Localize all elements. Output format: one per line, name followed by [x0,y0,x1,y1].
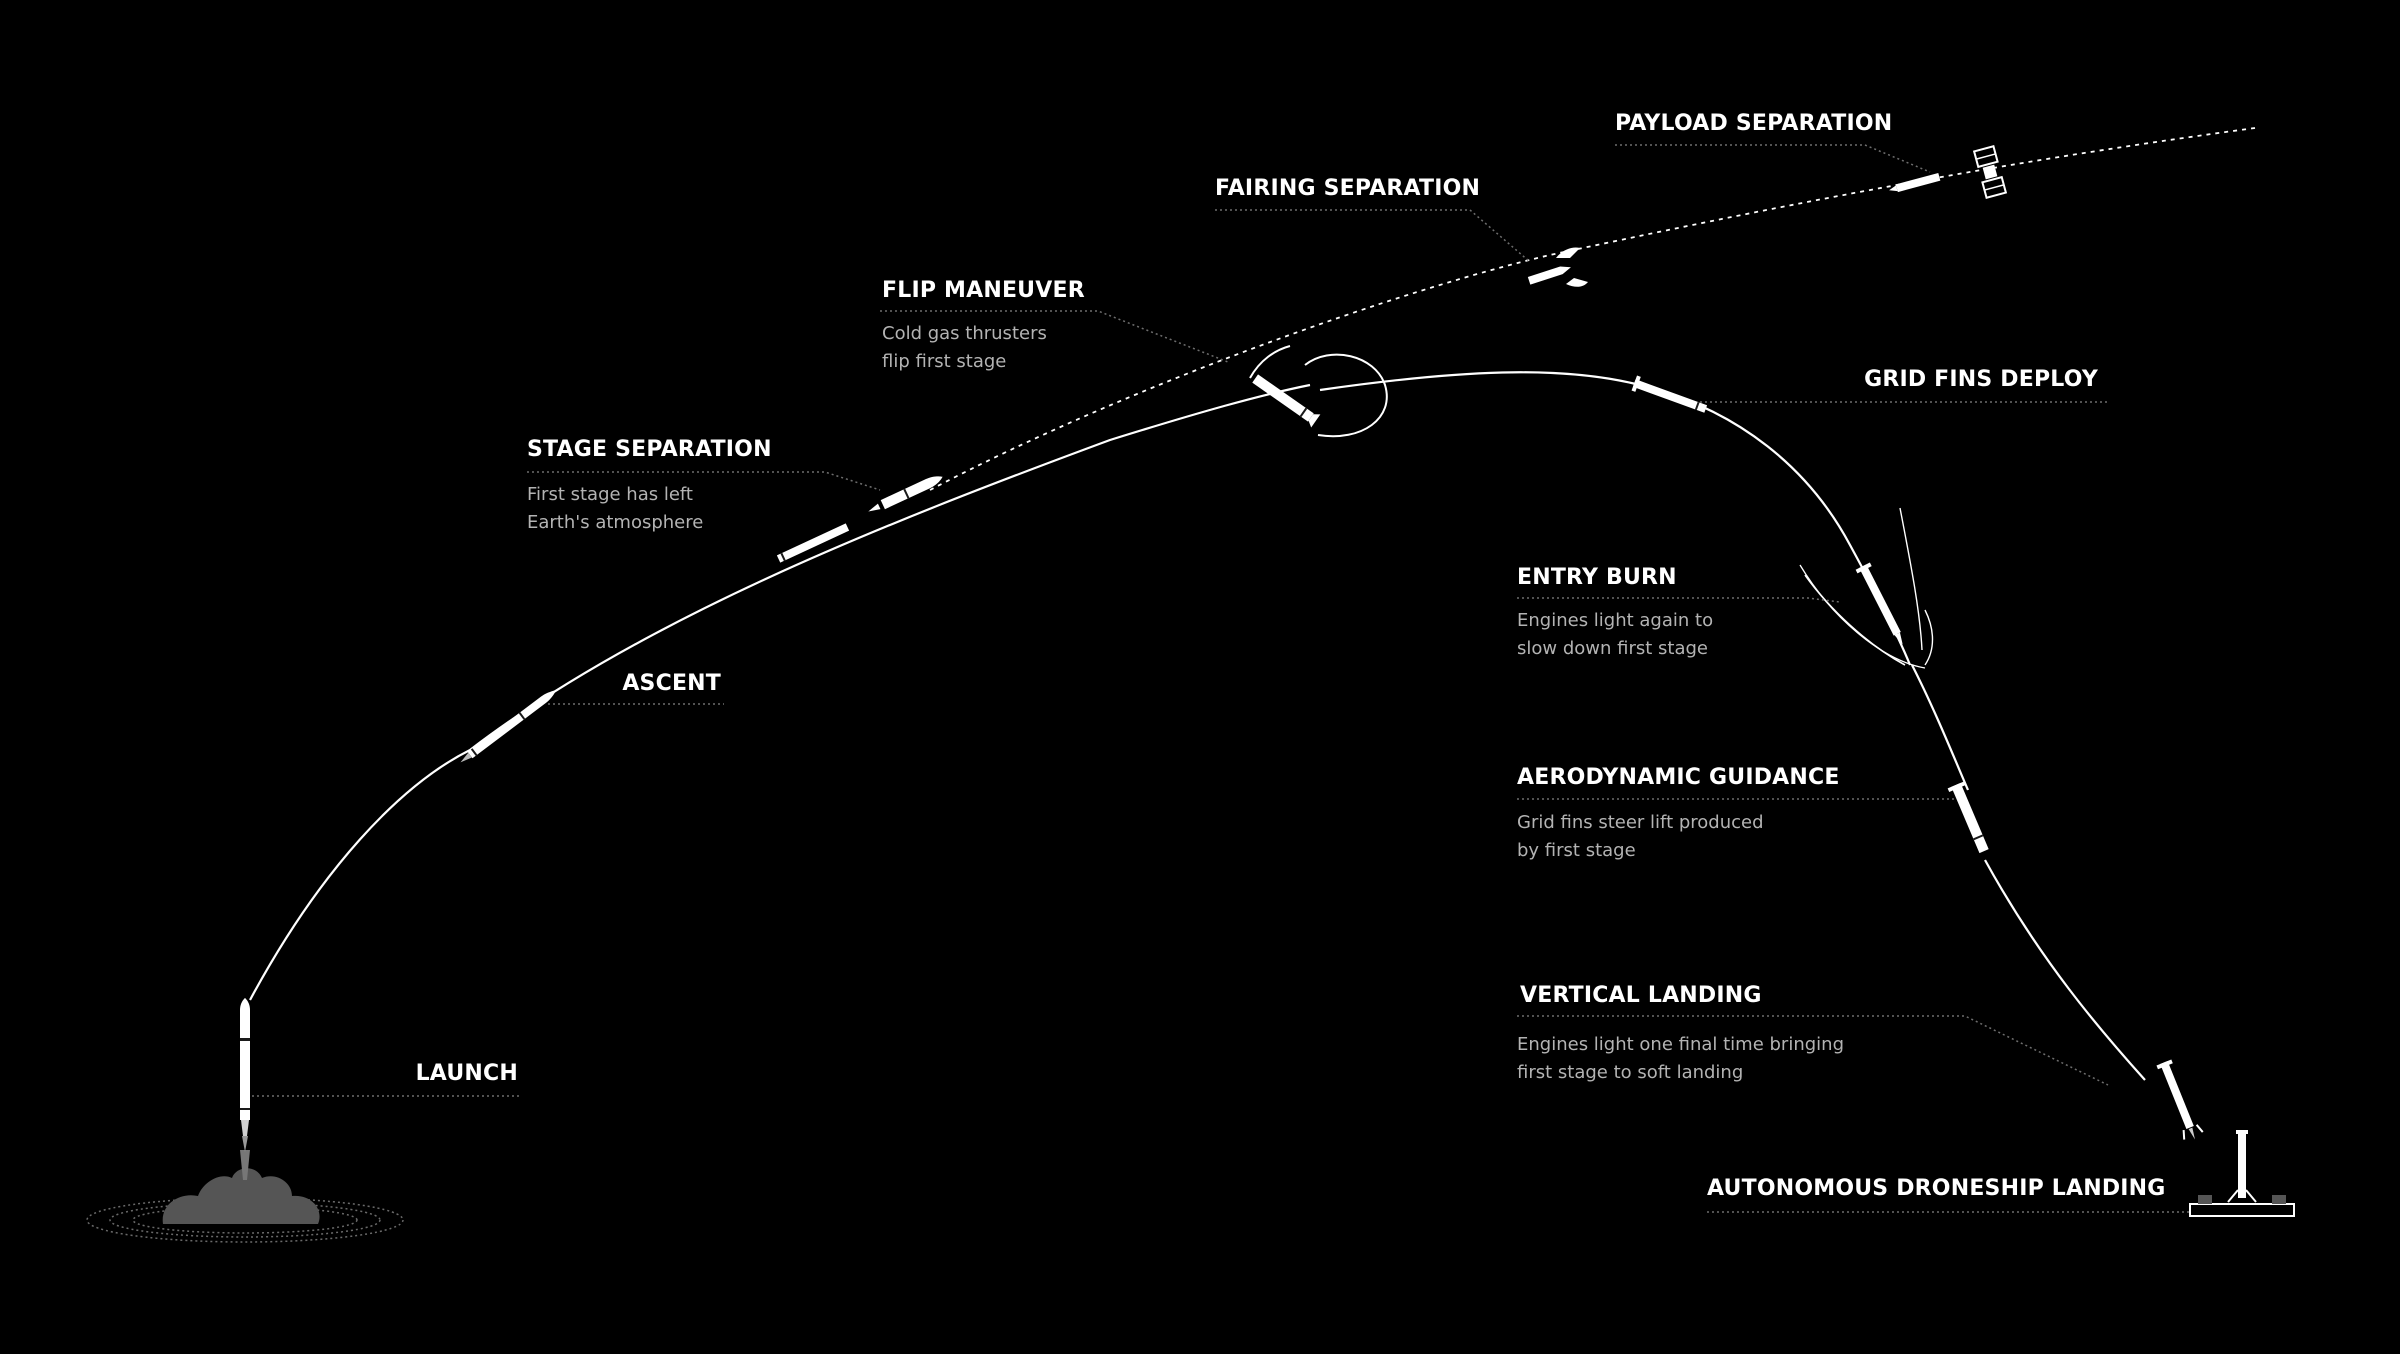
payload-stage-icon [1889,172,1941,193]
ascent-trajectory [249,383,1311,1001]
label-launch: LAUNCH [416,1061,518,1086]
droneship-landing-title: AUTONOMOUS DRONESHIP LANDING [1707,1176,2166,1201]
vertical-landing-desc-1: Engines light one final time bringing [1517,1034,1844,1055]
stage-separation-title: STAGE SEPARATION [527,437,772,462]
droneship-icon [2189,1130,2295,1217]
entry-burn-desc-1: Engines light again to [1517,610,1713,631]
entry-burn-stage-icon [1855,562,1903,645]
stage-separation-desc-2: Earth's atmosphere [527,512,703,533]
vertical-landing-title: VERTICAL LANDING [1520,983,1762,1008]
grid-fins-stage-icon [1631,375,1708,413]
launch-smoke-icon [86,1150,404,1243]
aerodynamic-guidance-desc-1: Grid fins steer lift produced [1517,812,1764,833]
label-stage-separation: STAGE SEPARATION First stage has left Ea… [527,437,772,533]
second-stage-trajectory [929,127,2256,491]
ascent-rocket-icon [460,690,557,763]
entry-burn-desc-2: slow down first stage [1517,638,1708,659]
vertical-landing-desc-2: first stage to soft landing [1517,1062,1743,1083]
second-stage-icon [868,476,943,512]
label-droneship-landing: AUTONOMOUS DRONESHIP LANDING [1707,1176,2166,1201]
ascent-title: ASCENT [622,671,721,696]
descent-trajectory [1911,664,1970,791]
grid-fins-deploy-title: GRID FINS DEPLOY [1864,367,2099,392]
label-payload-separation: PAYLOAD SEPARATION [1615,111,1892,136]
label-entry-burn: ENTRY BURN Engines light again to slow d… [1517,565,1713,659]
guidance-stage-icon [1947,781,1989,854]
aerodynamic-guidance-title: AERODYNAMIC GUIDANCE [1517,765,1840,790]
flip-maneuver-title: FLIP MANEUVER [882,278,1085,303]
label-fairing-separation: FAIRING SEPARATION [1215,176,1480,201]
entry-burn-title: ENTRY BURN [1517,565,1677,590]
leader-lines [252,144,2190,1213]
aerodynamic-guidance-desc-2: by first stage [1517,840,1636,861]
flip-maneuver-desc-1: Cold gas thrusters [882,323,1047,344]
label-vertical-landing: VERTICAL LANDING Engines light one final… [1517,983,1844,1083]
flip-stage-icon [1252,374,1321,428]
first-stage-icon [776,523,850,563]
fairing-halves-icon [1527,247,1588,287]
flip-maneuver-arcs [1249,345,1388,438]
satellite-icon [1972,145,2008,199]
stage-separation-desc-1: First stage has left [527,484,693,505]
label-aerodynamic-guidance: AERODYNAMIC GUIDANCE Grid fins steer lif… [1517,765,1840,861]
entry-burn-shock-arcs [1799,507,1934,669]
label-ascent: ASCENT [622,671,721,696]
flip-maneuver-desc-2: flip first stage [882,351,1006,372]
landing-stage-icon [2156,1059,2204,1140]
launch-rocket-icon [240,998,250,1152]
label-flip-maneuver: FLIP MANEUVER Cold gas thrusters flip fi… [882,278,1085,372]
fairing-separation-title: FAIRING SEPARATION [1215,176,1480,201]
label-grid-fins-deploy: GRID FINS DEPLOY [1864,367,2099,392]
launch-title: LAUNCH [416,1061,518,1086]
payload-separation-title: PAYLOAD SEPARATION [1615,111,1892,136]
guidance-trajectory [1984,859,2146,1081]
